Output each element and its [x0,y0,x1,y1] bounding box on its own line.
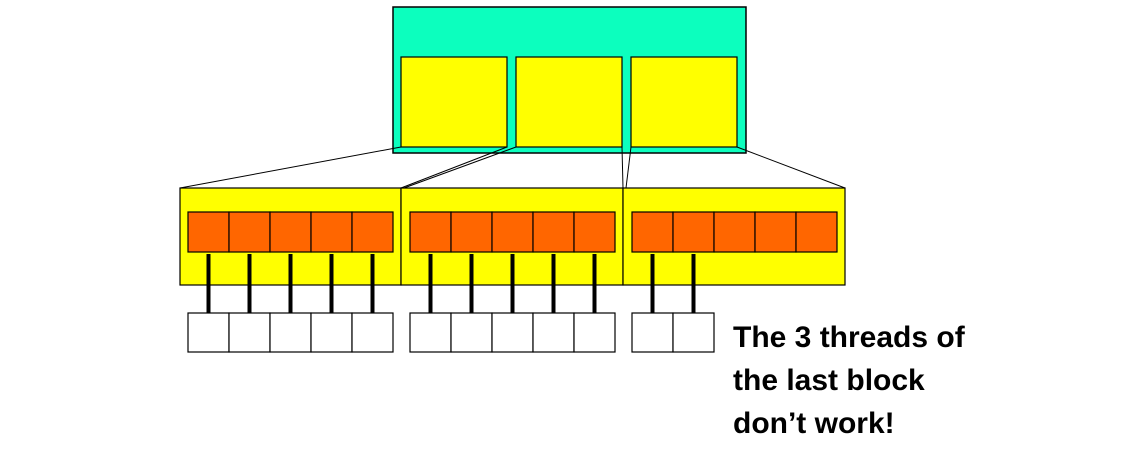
thread-b1-t4 [310,211,353,253]
caption: The 3 threads of the last block don’t wo… [733,316,965,445]
data-cell-b1-4 [310,312,353,353]
thread-b1-t3 [269,211,312,253]
grid-block-3 [630,56,738,148]
thread-b3-t4 [754,211,797,253]
caption-line-1: The 3 threads of [733,321,965,354]
data-cell-b2-2 [450,312,493,353]
data-cell-b2-3 [491,312,534,353]
thread-b2-t4 [532,211,575,253]
zoom-lines [179,146,846,189]
data-cell-b2-1 [409,312,452,353]
grid-block-2 [515,56,623,148]
thread-b3-t5 [795,211,838,253]
caption-line-3: don’t work! [733,407,895,440]
thread-b1-t2 [228,211,271,253]
data-cell-b2-5 [573,312,616,353]
data-cell-b1-3 [269,312,312,353]
thread-b1-t5 [351,211,394,253]
thread-b3-t1 [631,211,674,253]
grid-block-1 [400,56,508,148]
data-cell-b3-2 [672,312,715,353]
thread-b3-t2 [672,211,715,253]
thread-b1-t1 [187,211,230,253]
thread-b2-t2 [450,211,493,253]
thread-b2-t5 [573,211,616,253]
data-cell-b1-5 [351,312,394,353]
data-cell-b2-4 [532,312,575,353]
thread-b2-t3 [491,211,534,253]
data-cell-b1-2 [228,312,271,353]
caption-line-2: the last block [733,364,925,397]
data-cell-b1-1 [187,312,230,353]
thread-b2-t1 [409,211,452,253]
data-cell-b3-1 [631,312,674,353]
thread-b3-t3 [713,211,756,253]
